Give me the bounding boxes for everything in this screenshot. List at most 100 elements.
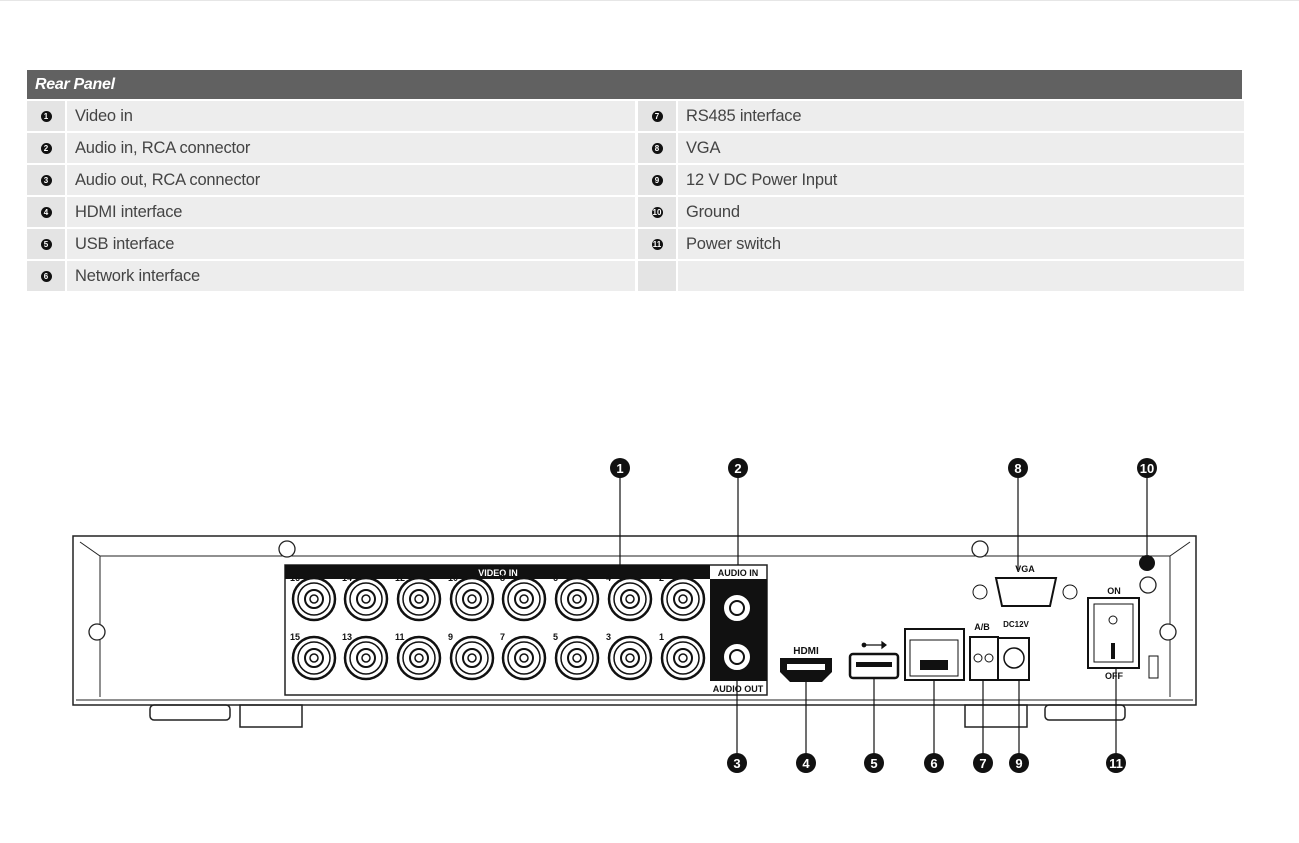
- bnc-video-input: 5: [553, 632, 600, 681]
- table-row: 5 USB interface 11 Power switch: [27, 229, 1244, 259]
- callout-marker: 6: [924, 753, 944, 773]
- video-in-label: VIDEO IN: [478, 568, 518, 578]
- callout-marker: 2: [728, 458, 748, 478]
- callout-marker: 11: [1106, 753, 1126, 773]
- channel-number: 11: [395, 632, 405, 642]
- callout-marker: 8: [1008, 458, 1028, 478]
- table-row: 6 Network interface: [27, 261, 1244, 291]
- callout-marker: 7: [973, 753, 993, 773]
- off-label: OFF: [1105, 671, 1123, 681]
- item-label: Audio in, RCA connector: [67, 133, 635, 163]
- ground-terminal: [1139, 555, 1155, 571]
- channel-number: 9: [448, 632, 453, 642]
- audio-out-label: AUDIO OUT: [713, 684, 764, 694]
- channel-number: 15: [290, 632, 300, 642]
- item-label: Ground: [678, 197, 1244, 227]
- item-label: HDMI interface: [67, 197, 635, 227]
- callout-marker: 3: [727, 753, 747, 773]
- bnc-video-input: 9: [448, 632, 495, 681]
- channel-number: 12: [395, 573, 405, 583]
- item-number-badge: 11: [651, 238, 663, 250]
- item-number-cell: 9: [638, 165, 676, 195]
- channel-number: 14: [342, 573, 352, 583]
- bnc-video-input: 12: [395, 573, 442, 622]
- dc-label: DC12V: [1003, 620, 1029, 629]
- item-number-cell: 8: [638, 133, 676, 163]
- usb-icon: [861, 640, 887, 650]
- channel-number: 2: [659, 573, 664, 583]
- item-number-cell: 3: [27, 165, 65, 195]
- item-number-cell: 6: [27, 261, 65, 291]
- callout-number: 3: [733, 756, 740, 771]
- item-number-badge: 9: [651, 174, 663, 186]
- bnc-video-input: 3: [606, 632, 653, 681]
- channel-number: 1: [659, 632, 664, 642]
- callout-marker: 4: [796, 753, 816, 773]
- item-label: RS485 interface: [678, 101, 1244, 131]
- bnc-video-input: 6: [553, 573, 600, 622]
- vga-label: VGA: [1015, 564, 1035, 574]
- item-label: USB interface: [67, 229, 635, 259]
- item-number-cell: 5: [27, 229, 65, 259]
- bnc-video-input: 1: [659, 632, 706, 681]
- channel-number: 7: [500, 632, 505, 642]
- callout-marker: 5: [864, 753, 884, 773]
- channel-number: 3: [606, 632, 611, 642]
- callout-number: 6: [930, 756, 937, 771]
- item-number-cell: 2: [27, 133, 65, 163]
- item-number-badge: 5: [40, 238, 52, 250]
- channel-number: 8: [500, 573, 505, 583]
- table-row: 4 HDMI interface 10 Ground: [27, 197, 1244, 227]
- item-label: Power switch: [678, 229, 1244, 259]
- channel-number: 16: [290, 573, 300, 583]
- callout-number: 11: [1109, 756, 1123, 771]
- callout-marker: 1: [610, 458, 630, 478]
- item-number-cell: 11: [638, 229, 676, 259]
- callout-number: 5: [870, 756, 877, 771]
- power-switch[interactable]: [1087, 597, 1140, 669]
- audio-in-label: AUDIO IN: [718, 568, 759, 578]
- vga-port: [994, 577, 1058, 607]
- item-number-cell: 10: [638, 197, 676, 227]
- callout-number: 2: [734, 461, 741, 476]
- channel-number: 4: [606, 573, 611, 583]
- bnc-video-input: 4: [606, 573, 653, 622]
- channel-number: 5: [553, 632, 558, 642]
- item-number-badge: 8: [651, 142, 663, 154]
- table-row: 1 Video in 7 RS485 interface: [27, 101, 1244, 131]
- item-number-badge: 10: [651, 206, 663, 218]
- item-label: Network interface: [67, 261, 635, 291]
- network-port: [904, 628, 965, 681]
- channel-number: 10: [448, 573, 458, 583]
- callout-number: 7: [979, 756, 986, 771]
- callout-number: 9: [1015, 756, 1022, 771]
- item-number-badge: 7: [651, 110, 663, 122]
- item-number-badge: 6: [40, 270, 52, 282]
- item-number-badge: 3: [40, 174, 52, 186]
- bnc-video-input: 8: [500, 573, 547, 622]
- item-label: Audio out, RCA connector: [67, 165, 635, 195]
- bnc-video-input: 2: [659, 573, 706, 622]
- bnc-video-input: 11: [395, 632, 442, 681]
- callout-number: 10: [1140, 461, 1154, 476]
- channel-number: 6: [553, 573, 558, 583]
- item-number-cell: 4: [27, 197, 65, 227]
- item-number-cell: 1: [27, 101, 65, 131]
- table-title: Rear Panel: [27, 70, 1242, 99]
- item-number-badge: 4: [40, 206, 52, 218]
- on-label: ON: [1107, 586, 1121, 596]
- item-number-badge: 1: [40, 110, 52, 122]
- item-label: [678, 261, 1244, 291]
- page-top-rule: [0, 0, 1299, 1]
- callout-number: 8: [1014, 461, 1021, 476]
- callout-number: 1: [616, 461, 623, 476]
- item-label: Video in: [67, 101, 635, 131]
- bnc-video-input: 16: [290, 573, 337, 622]
- callout-number: 4: [802, 756, 810, 771]
- bnc-video-input: 7: [500, 632, 547, 681]
- bnc-video-input: 13: [342, 632, 389, 681]
